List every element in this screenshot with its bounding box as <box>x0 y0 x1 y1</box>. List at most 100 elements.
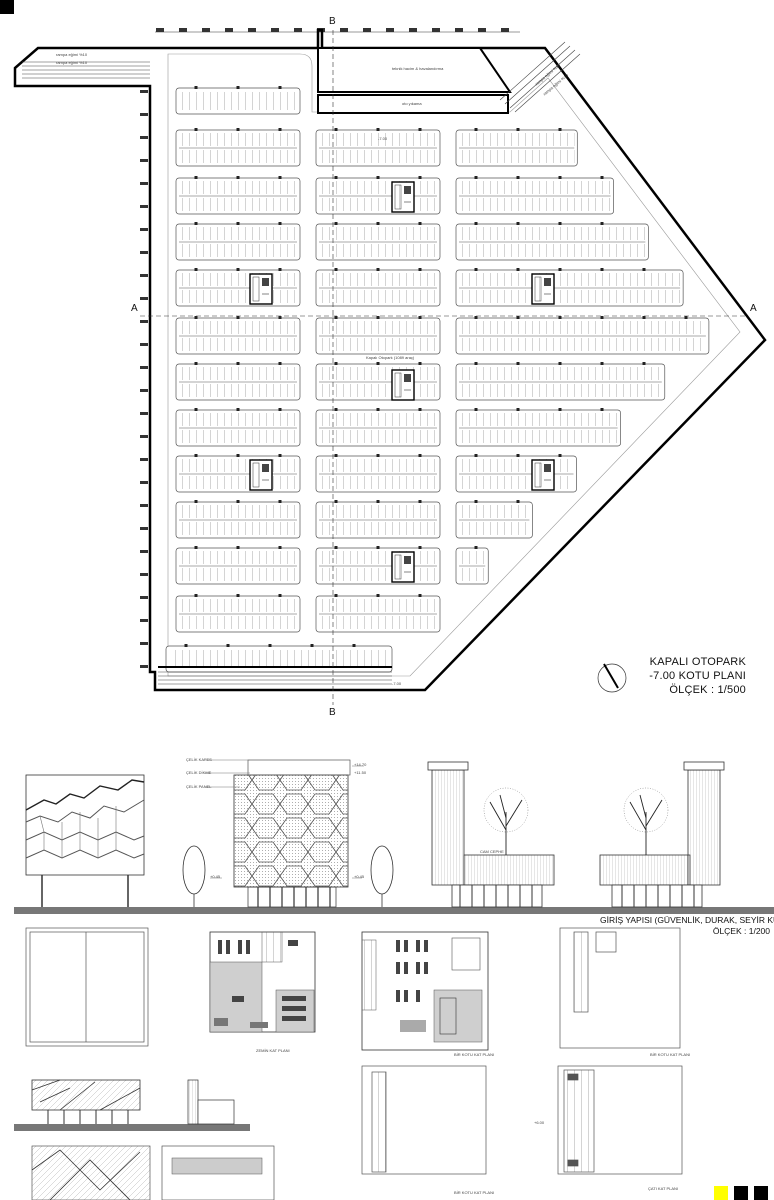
column-marker <box>236 222 240 225</box>
parking-block <box>175 176 301 215</box>
column-marker <box>558 362 562 365</box>
parking-block <box>315 594 441 633</box>
dimension-tick <box>140 274 148 277</box>
dimension-tick <box>140 205 148 208</box>
parking-stalls <box>179 430 297 443</box>
parking-stalls <box>459 568 486 581</box>
parking-block <box>315 176 441 215</box>
column-marker <box>600 362 604 365</box>
dimension-tick <box>140 527 148 530</box>
parking-stalls <box>319 568 437 581</box>
parking-stalls <box>319 413 437 426</box>
car-wash-room <box>317 94 509 114</box>
entrance-scale: ÖLÇEK : 1/200 <box>712 926 770 936</box>
parking-stalls <box>459 430 618 443</box>
parking-stalls <box>179 505 297 518</box>
column-marker <box>558 222 562 225</box>
level-mark-2: +11.50 <box>354 770 367 775</box>
plan-label-2: BİR KOTU KAT PLANI <box>454 1052 495 1057</box>
swatch-yellow <box>0 0 14 14</box>
parking-block <box>315 316 441 355</box>
parking-block <box>315 408 441 447</box>
stair-cores <box>249 181 555 583</box>
parking-stalls <box>319 290 437 303</box>
plan-strip-1 <box>361 1065 487 1175</box>
parking-stalls <box>459 459 574 472</box>
column-marker <box>516 268 520 271</box>
plan-label-3: BİR KOTU KAT PLANI <box>650 1052 691 1057</box>
dimension-tick <box>179 28 187 32</box>
section-mark-a-right: A <box>750 303 757 314</box>
column-marker <box>418 500 422 503</box>
parking-stalls <box>319 367 437 380</box>
dimension-tick <box>140 550 148 553</box>
stair-core <box>531 459 555 491</box>
ramp-bottom <box>158 666 420 691</box>
elevation-label-2: ÇELİK DİKME <box>186 770 212 775</box>
column-marker <box>376 454 380 457</box>
parking-block <box>175 546 301 585</box>
column-marker <box>278 594 282 597</box>
column-marker <box>194 546 198 549</box>
plan-tower-upper <box>559 927 681 1049</box>
column-marker <box>334 268 338 271</box>
elevator-shaft <box>262 278 269 286</box>
stair-flight <box>534 276 542 302</box>
parking-stalls <box>319 321 437 334</box>
column-marker <box>194 454 198 457</box>
dimension-tick <box>140 113 148 116</box>
elevation-label-4: CAM CEPHE <box>480 849 504 854</box>
column-marker <box>278 268 282 271</box>
column-marker <box>474 176 478 179</box>
parking-stalls <box>459 321 706 334</box>
parking-block <box>315 268 441 307</box>
parking-stalls <box>319 198 437 211</box>
column-marker <box>474 128 478 131</box>
parking-center-label: Kapalı Otopark (1089 araç) <box>366 355 415 360</box>
parking-stalls <box>319 338 437 351</box>
parking-stalls <box>319 181 437 194</box>
dimension-tick <box>202 28 210 32</box>
parking-stalls <box>459 367 662 380</box>
parking-stalls <box>179 616 297 629</box>
parking-stalls <box>179 568 297 581</box>
plan-strip-2 <box>557 1065 683 1175</box>
column-marker <box>334 546 338 549</box>
dimension-tick <box>140 619 148 622</box>
dimension-tick <box>140 481 148 484</box>
column-marker <box>376 222 380 225</box>
plan-label-4: BİR KOTU KAT PLANI <box>454 1190 495 1195</box>
column-marker <box>334 500 338 503</box>
elevation-label-3: ÇELİK PANEL <box>186 784 212 789</box>
parking-stalls <box>459 384 662 397</box>
parking-stalls <box>319 616 437 629</box>
parking-stalls <box>179 321 297 334</box>
parking-stalls <box>319 227 437 240</box>
column-marker <box>474 546 478 549</box>
parking-stalls <box>179 181 297 194</box>
dimension-tick <box>140 642 148 645</box>
parking-block <box>455 222 649 261</box>
parking-stalls <box>459 290 681 303</box>
parking-block <box>175 362 301 401</box>
plan-first-floor <box>361 931 489 1051</box>
column-marker <box>474 362 478 365</box>
parking-stalls <box>459 227 646 240</box>
section-mark-b-top: B <box>329 16 336 27</box>
column-marker <box>418 408 422 411</box>
ramp-label-top-2: rampa eğimi %10 <box>56 60 88 65</box>
parking-stalls <box>179 551 297 564</box>
elevation-label-1: ÇELİK KAFES <box>186 757 212 762</box>
plan-label-1: ZEMİN KAT PLANI <box>256 1048 290 1053</box>
column-marker <box>516 128 520 131</box>
dimension-tick <box>140 573 148 576</box>
parking-block <box>175 454 301 493</box>
dimension-tick <box>340 28 348 32</box>
parking-stalls <box>179 384 297 397</box>
parking-block <box>315 546 441 585</box>
dimension-tick <box>140 389 148 392</box>
section-mark-b-bottom: B <box>329 707 336 718</box>
column-marker <box>278 86 282 89</box>
parking-block <box>175 594 301 633</box>
